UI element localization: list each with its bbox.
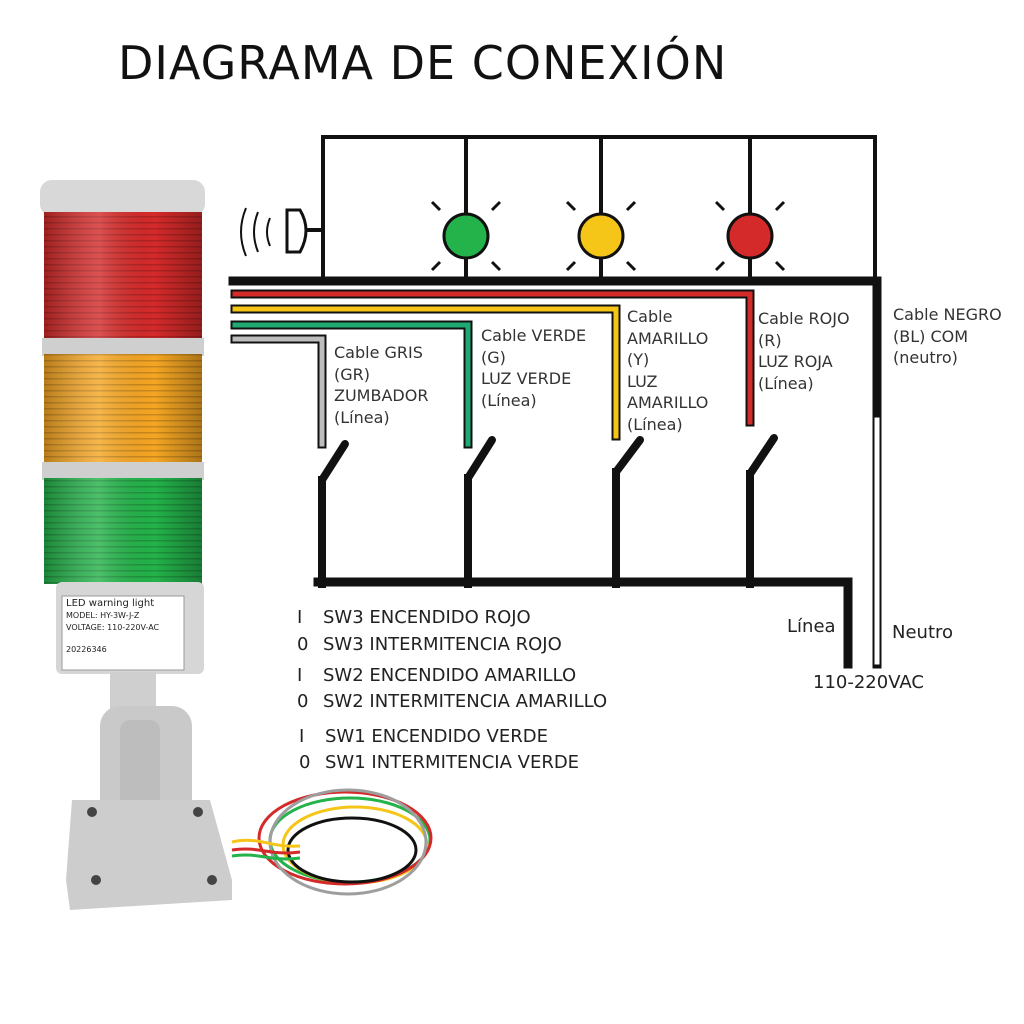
label-red-cable: Cable ROJO (R) LUZ ROJA (Línea) [758,308,850,394]
page-title: DIAGRAMA DE CONEXIÓN [118,36,728,90]
label-linea: Línea [787,616,836,637]
legend-mark: I [297,665,303,686]
device-label-line3: VOLTAGE: 110-220V-AC [66,623,160,632]
label-line: AMARILLO [627,393,709,412]
device-label-line2: MODEL: HY-3W-J-Z [66,611,140,620]
line-wire [313,577,853,669]
legend-sw3-blink: 0 SW3 INTERMITENCIA ROJO [297,634,562,655]
legend-text: SW2 INTERMITENCIA AMARILLO [323,691,608,712]
label-line: (R) [758,330,782,350]
red-lamp-icon [714,200,786,272]
device-label-line4: 20226346 [66,645,107,654]
tower-top-cap [40,180,205,216]
switch-sw2 [612,436,644,476]
legend-text: SW1 ENCENDIDO VERDE [325,726,548,747]
legend-sw2-blink: 0 SW2 INTERMITENCIA AMARILLO [297,691,607,712]
label-line: (GR) [334,364,370,384]
label-yellow-cable: Cable AMARILLO (Y) LUZ AMARILLO (Línea) [627,306,708,435]
legend-sw3-on: I SW3 ENCENDIDO ROJO [297,607,531,628]
label-line: (Línea) [334,407,390,427]
label-gray-cable: Cable GRIS (GR) ZUMBADOR (Línea) [334,342,428,428]
label-black-cable: Cable NEGRO (BL) COM (neutro) [893,304,1002,369]
label-line: (G) [481,347,506,367]
legend-mark: 0 [297,634,309,655]
label-line: Cable GRIS [334,343,423,362]
device-label-line1: LED warning light [66,598,155,609]
label-line: Cable VERDE [481,326,587,345]
label-line: (Línea) [481,390,537,410]
gray-cable [230,334,327,449]
label-line: (Línea) [627,414,683,434]
legend-sw2-on: I SW2 ENCENDIDO AMARILLO [297,665,576,686]
label-line: LUZ VERDE [481,369,572,388]
label-neutro: Neutro [892,622,954,643]
legend-text: SW2 ENCENDIDO AMARILLO [323,665,577,686]
label-green-cable: Cable VERDE (G) LUZ VERDE (Línea) [481,325,586,411]
switch-sw1 [464,436,496,482]
coiled-wires [231,788,433,896]
legend-text: SW3 INTERMITENCIA ROJO [323,634,562,655]
label-line: Cable NEGRO [893,305,1002,324]
label-line: (Línea) [758,373,814,393]
label-line: (neutro) [893,348,958,367]
tower-mount-plate [66,800,232,910]
label-line: Cable [627,307,673,326]
label-voltage: 110-220VAC [813,672,924,693]
label-line: (Y) [627,350,650,369]
legend-mark: 0 [297,691,309,712]
legend-sw1-on: I SW1 ENCENDIDO VERDE [299,726,548,747]
label-line: LUZ [627,371,658,391]
green-lamp-icon [430,200,502,272]
legend-mark: 0 [299,752,311,773]
legend-text: SW1 INTERMITENCIA VERDE [325,752,580,773]
device-label: LED warning light MODEL: HY-3W-J-Z VOLTA… [66,598,159,656]
label-line: AMARILLO [627,328,709,348]
legend-mark: I [299,726,305,747]
label-line: ZUMBADOR [334,386,429,405]
label-line: (BL) COM [893,326,969,346]
legend-mark: I [297,607,303,628]
buzzer-icon [240,207,308,257]
label-line: Cable ROJO [758,309,850,328]
top-bus-wire [321,135,877,284]
black-common-wire [228,276,882,423]
yellow-lamp-icon [565,200,637,272]
switch-sw3 [746,434,778,478]
legend-text: SW3 ENCENDIDO ROJO [323,607,531,628]
label-line: LUZ ROJA [758,352,833,371]
switch-buzzer [318,440,349,484]
legend-sw1-blink: 0 SW1 INTERMITENCIA VERDE [299,752,579,773]
